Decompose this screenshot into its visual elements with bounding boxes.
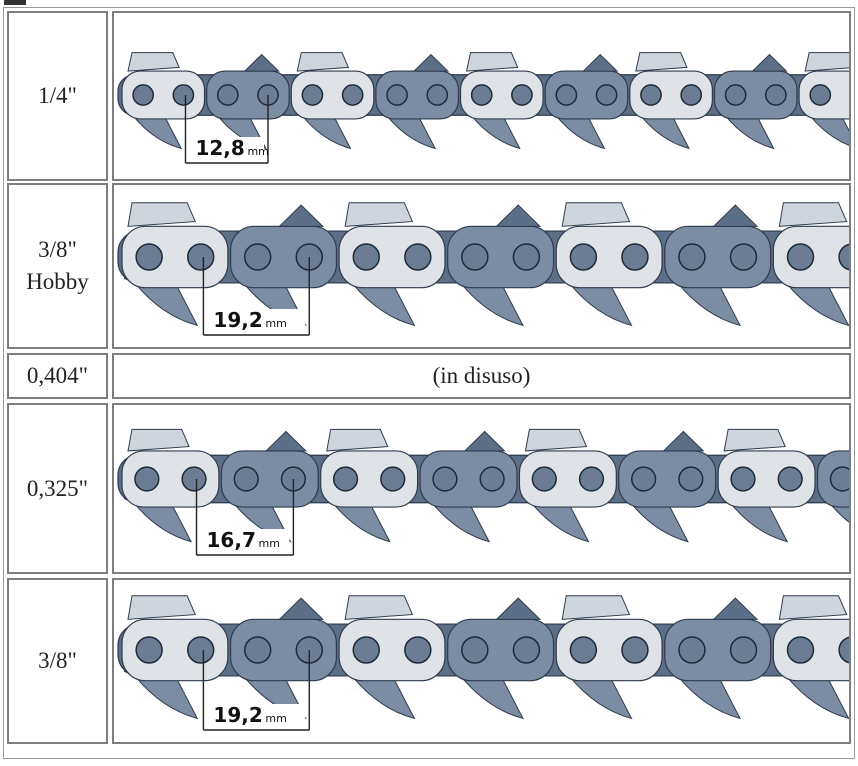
pitch-dimension-unit: mm [265,712,286,725]
chain-drawing [117,595,849,720]
pitch-dimension-value: 19,2 [213,703,262,727]
pitch-label: 0,325" [26,475,89,501]
pitch-dimension-value: 16,7 [207,528,256,552]
chain-drawing [117,428,849,543]
chain-drawing [117,202,849,327]
pitch-cell-0-325: 0,325" [7,403,108,574]
note-cell-0-404: (in disuso) [112,353,851,399]
pitch-cell-3-8: 3/8" [7,578,108,744]
pitch-label: 3/8" [38,648,77,673]
pitch-label: 0,404" [26,363,89,388]
pitch-dimension-value: 12,8 [195,136,244,160]
pitch-cell-0-404: 0,404" [7,353,108,399]
pitch-dimension-unit: mm [259,537,280,550]
pitch-sublabel: Hobby [26,269,89,294]
chain-pitch-table [3,7,855,759]
pitch-cell-1-4: 1/4" [7,11,108,181]
discontinued-note: (in disuso) [432,363,531,388]
pitch-dimension-unit: mm [265,317,286,330]
pitch-label: 3/8" [38,237,77,262]
pitch-cell-3-8-hobby: 3/8" Hobby [7,183,108,349]
pitch-dimension-value: 19,2 [213,308,262,332]
pitch-dimension-unit: mm [247,145,268,158]
chain-drawing [117,52,849,150]
pitch-label: 1/4" [38,83,77,108]
top-left-mark [0,0,858,18]
